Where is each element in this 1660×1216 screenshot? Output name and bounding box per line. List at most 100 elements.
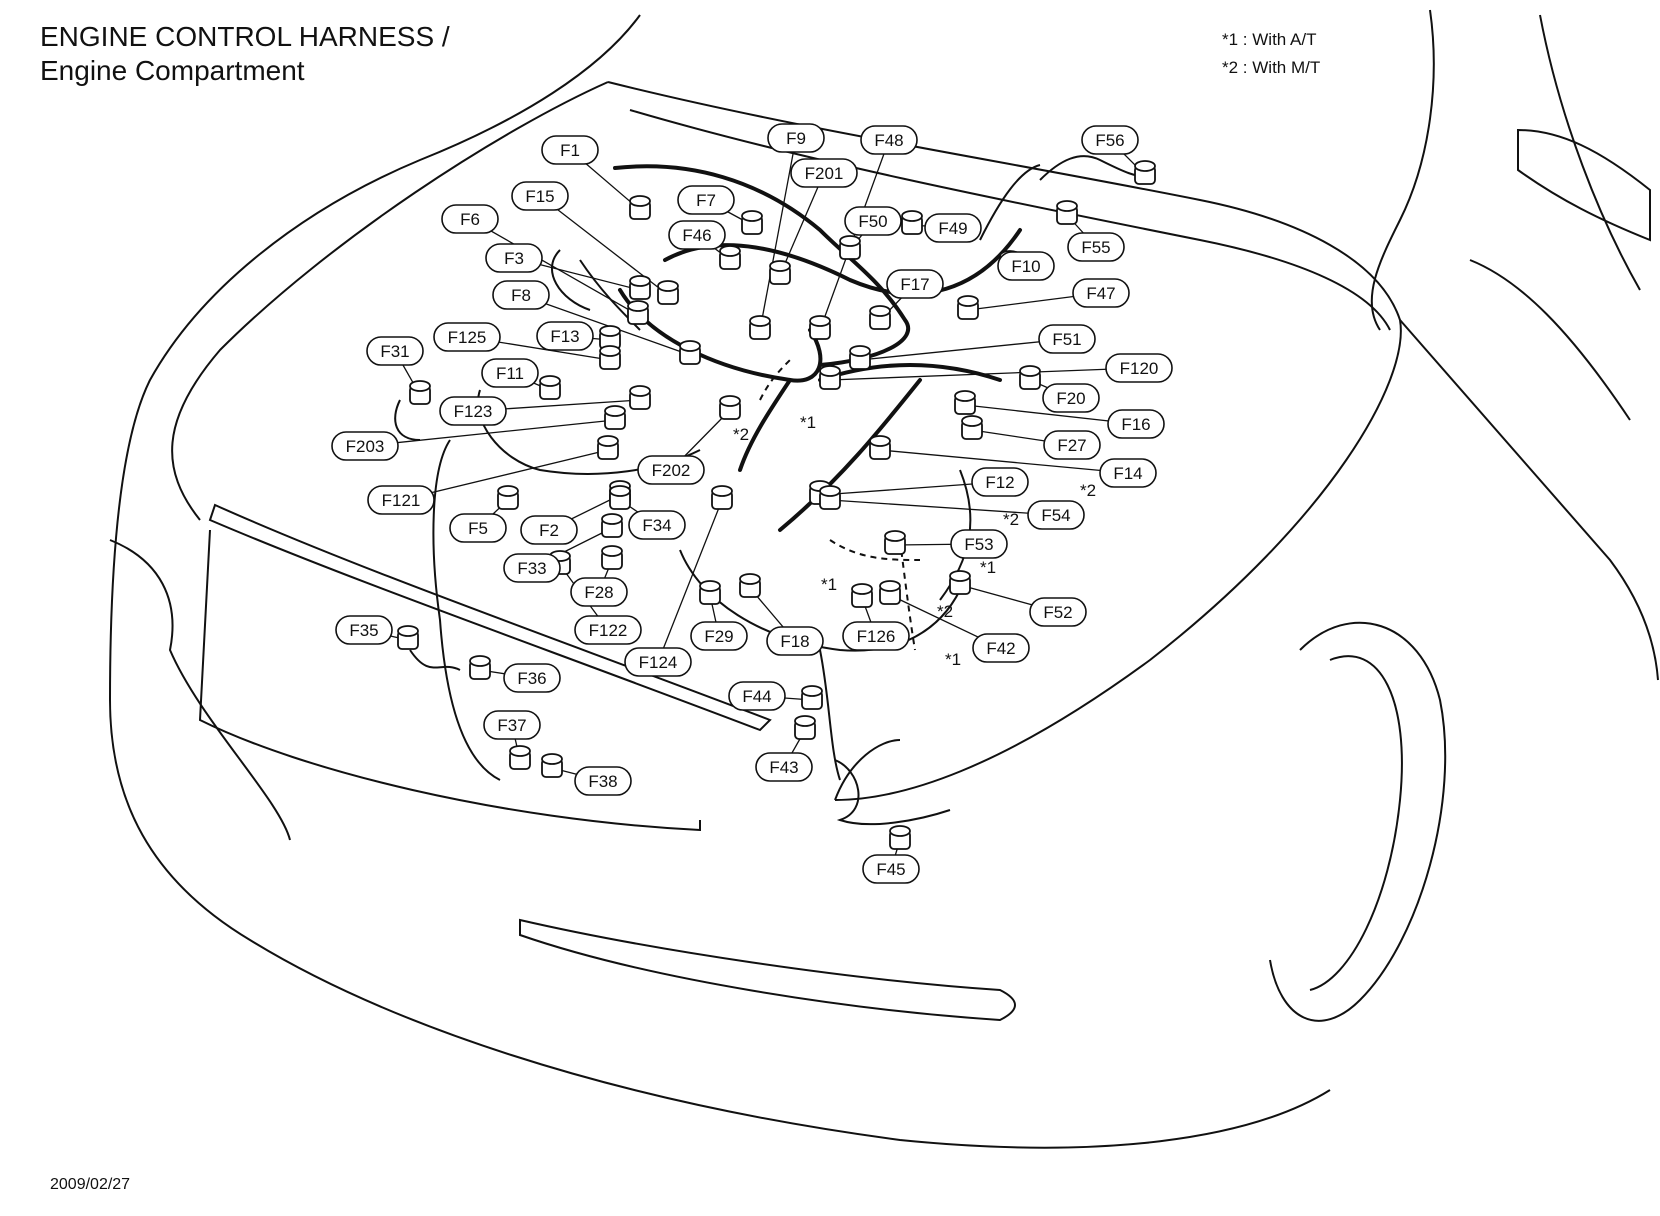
connector-label[interactable]: F37	[483, 710, 541, 740]
connector-plug-icon	[839, 235, 861, 260]
connector-label[interactable]: F44	[728, 681, 786, 711]
connector-label[interactable]: F9	[767, 123, 825, 153]
connector-label[interactable]: F13	[536, 321, 594, 351]
connector-label[interactable]: F33	[503, 553, 561, 583]
label-pill	[503, 663, 561, 693]
connector-plug-icon	[719, 395, 741, 420]
connector-label[interactable]: F201	[790, 158, 858, 188]
connector-label[interactable]: F20	[1042, 383, 1100, 413]
leader-line	[779, 172, 825, 276]
connector-label[interactable]: F56	[1081, 125, 1139, 155]
connector-label[interactable]: F48	[860, 125, 918, 155]
connector-label[interactable]: F12	[971, 467, 1029, 497]
connector-plug-icon	[719, 245, 741, 270]
connector-label[interactable]: F203	[331, 431, 399, 461]
label-text: F126	[857, 627, 896, 646]
label-text: F31	[380, 342, 409, 361]
label-pill	[481, 358, 539, 388]
connector-plug-icon	[869, 305, 891, 330]
label-text: F2	[539, 521, 559, 540]
connector-plug-icon	[1019, 365, 1041, 390]
label-pill	[1099, 458, 1157, 488]
connector-label[interactable]: F29	[690, 621, 748, 651]
option-mark: *2	[937, 602, 953, 621]
label-text: F202	[652, 461, 691, 480]
option-mark: *2	[733, 425, 749, 444]
connector-label[interactable]: F43	[755, 752, 813, 782]
connector-label[interactable]: F11	[481, 358, 539, 388]
connector-plug-icon	[497, 485, 519, 510]
connector-label[interactable]: F124	[624, 647, 692, 677]
label-text: F37	[497, 716, 526, 735]
label-pill	[536, 321, 594, 351]
connector-label[interactable]: F36	[503, 663, 561, 693]
connector-label[interactable]: F27	[1043, 430, 1101, 460]
connector-label[interactable]: F120	[1105, 353, 1173, 383]
connector-label[interactable]: F38	[574, 766, 632, 796]
connector-label[interactable]: F126	[842, 621, 910, 651]
connector-label[interactable]: F125	[433, 322, 501, 352]
connector-plug-icon	[801, 685, 823, 710]
label-text: F36	[517, 669, 546, 688]
leader-line	[364, 419, 616, 447]
connector-label[interactable]: F42	[972, 633, 1030, 663]
connector-label[interactable]: F121	[367, 485, 435, 515]
connector-label[interactable]: F34	[628, 510, 686, 540]
connector-label[interactable]: F8	[492, 280, 550, 310]
leader-line	[819, 481, 1001, 496]
connector-plug-icon	[604, 405, 626, 430]
label-pill	[624, 647, 692, 677]
connector-label[interactable]: F122	[574, 615, 642, 645]
connector-label[interactable]: F53	[950, 529, 1008, 559]
connector-label[interactable]: F35	[335, 615, 393, 645]
note-mark: *1	[1222, 30, 1239, 49]
connector-label[interactable]: F1	[541, 135, 599, 165]
label-text: F38	[588, 772, 617, 791]
connector-label[interactable]: F49	[924, 213, 982, 243]
connector-label[interactable]: F45	[862, 854, 920, 884]
connector-label[interactable]: F50	[844, 206, 902, 236]
label-pill	[449, 513, 507, 543]
connector-label[interactable]: F6	[441, 204, 499, 234]
connector-label[interactable]: F28	[570, 577, 628, 607]
connector-label[interactable]: F55	[1067, 232, 1125, 262]
connector-label[interactable]: F202	[637, 455, 705, 485]
label-text: F8	[511, 286, 531, 305]
connector-plug-icon	[869, 435, 891, 460]
connector-label[interactable]: F54	[1027, 500, 1085, 530]
connector-label[interactable]: F10	[997, 251, 1055, 281]
leader-line	[400, 449, 609, 501]
connector-label[interactable]: F17	[886, 269, 944, 299]
connector-plug-icon	[849, 345, 871, 370]
label-pill	[844, 206, 902, 236]
connector-label[interactable]: F15	[511, 181, 569, 211]
connector-label[interactable]: F31	[366, 336, 424, 366]
connector-plug-icon	[509, 745, 531, 770]
connector-label[interactable]: F51	[1038, 324, 1096, 354]
connector-label[interactable]: F52	[1029, 597, 1087, 627]
label-text: F55	[1081, 238, 1110, 257]
connector-label[interactable]: F18	[766, 626, 824, 656]
connector-label[interactable]: F123	[439, 396, 507, 426]
label-pill	[767, 123, 825, 153]
connector-plug-icon	[599, 325, 621, 350]
connector-label[interactable]: F7	[677, 185, 735, 215]
connector-label[interactable]: F47	[1072, 278, 1130, 308]
leader-line	[759, 137, 797, 331]
connector-label[interactable]: F16	[1107, 409, 1165, 439]
connector-label[interactable]: F2	[520, 515, 578, 545]
label-pill	[842, 621, 910, 651]
connector-label[interactable]: F3	[485, 243, 543, 273]
connector-label[interactable]: F46	[668, 220, 726, 250]
connector-label[interactable]: F5	[449, 513, 507, 543]
connector-plug-icon	[809, 315, 831, 340]
connector-label[interactable]: F14	[1099, 458, 1157, 488]
connector-plug-icon	[609, 485, 631, 510]
connector-plug-icon	[741, 210, 763, 235]
label-pill	[367, 485, 435, 515]
label-pill	[1107, 409, 1165, 439]
label-text: F121	[382, 491, 421, 510]
connector-plug-icon	[884, 530, 906, 555]
label-pill	[860, 125, 918, 155]
label-text: F11	[496, 364, 524, 383]
